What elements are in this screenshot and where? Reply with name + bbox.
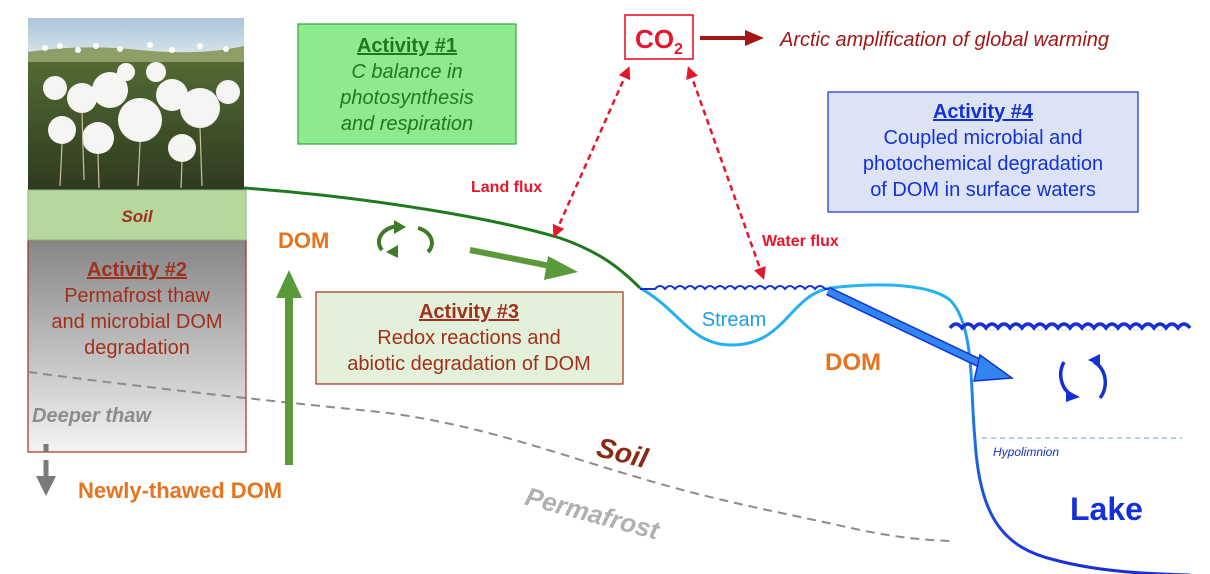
lake-label: Lake (1070, 491, 1143, 527)
activity3-title: Activity #3 (419, 301, 519, 323)
dom-export-arrow (469, 247, 578, 280)
newly-thawed-dom-label: Newly-thawed DOM (78, 478, 282, 503)
lake-water-waves (948, 322, 1192, 331)
soil-strip (27, 189, 247, 241)
activity2-title: Activity #2 (87, 259, 187, 281)
activity4-line-3: of DOM in surface waters (870, 179, 1096, 201)
co2-box (624, 14, 694, 60)
soil-strip-label: Soil (121, 207, 153, 226)
newly-thawed-upward-arrow (276, 270, 302, 465)
activity2-line-2: and microbial DOM (51, 311, 222, 333)
stream-water-waves (640, 285, 830, 291)
activity4-box (827, 91, 1139, 213)
land-surface-line (243, 186, 642, 290)
stream-to-lake-arrow (826, 286, 1015, 382)
hypolimnion-label: Hypolimnion (993, 445, 1059, 459)
lake-basin (829, 283, 1191, 574)
co2-subscript: 2 (674, 41, 683, 58)
activity1-box (297, 23, 517, 145)
cotton-grass-photo (28, 18, 244, 190)
activity2-panel (27, 239, 247, 453)
land-flux-arrow (552, 66, 631, 238)
land-flux-label: Land flux (471, 179, 542, 196)
activity1-line-2: photosynthesis (339, 87, 473, 109)
dom-left-label: DOM (278, 228, 329, 253)
activity3-line-1: Redox reactions and (377, 327, 560, 349)
deeper-thaw-label: Deeper thaw (32, 405, 152, 427)
permafrost-label: Permafrost (522, 481, 664, 546)
deeper-thaw-down-arrow (36, 444, 56, 496)
arctic-amplification-text: Arctic amplification of global warming (779, 29, 1109, 51)
activity4-line-2: photochemical degradation (863, 153, 1103, 175)
water-flux-label: Water flux (762, 233, 839, 250)
co2-label: CO2 (635, 24, 683, 58)
soil-layer-label: Soil (594, 432, 652, 475)
dom-right-label: DOM (825, 349, 881, 376)
activity4-title: Activity #4 (933, 101, 1034, 123)
activity4-line-1: Coupled microbial and (883, 127, 1082, 149)
activity2-line-1: Permafrost thaw (64, 285, 210, 307)
activity1-line-1: C balance in (351, 61, 462, 83)
arctic-arrow (700, 30, 764, 46)
activity1-line-3: and respiration (341, 113, 473, 135)
blue-cycle-icon (1059, 354, 1108, 402)
stream-label: Stream (702, 309, 766, 331)
activity2-line-3: degradation (84, 337, 190, 359)
green-cycle-icon (376, 220, 434, 258)
activity1-title: Activity #1 (357, 35, 457, 57)
activity3-box (315, 291, 624, 385)
co2-main: CO (635, 24, 674, 54)
water-flux-arrow (686, 66, 766, 280)
permafrost-boundary (27, 371, 951, 542)
activity3-line-2: abiotic degradation of DOM (347, 353, 590, 375)
stream-channel (639, 286, 831, 347)
